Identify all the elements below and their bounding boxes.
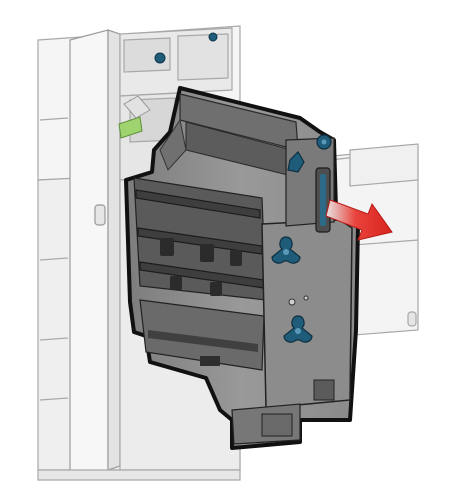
blue-knob-icon: [208, 32, 218, 42]
green-release-tab: [118, 95, 151, 139]
blue-knob-icon: [316, 134, 332, 150]
blue-knob-icon: [154, 52, 166, 64]
blue-knob-icon: [287, 151, 305, 173]
blue-knob-icon: [271, 236, 301, 264]
left-door: [69, 29, 109, 479]
finisher-unit: [124, 86, 360, 450]
door-handle: [94, 204, 106, 226]
printer-body: [37, 25, 419, 481]
printer-knobs: [154, 32, 218, 64]
blue-knob-icon: [283, 315, 313, 343]
direction-arrow-icon: [325, 199, 393, 241]
unit-side-panel: [261, 219, 353, 409]
unit-knobs: [271, 134, 332, 343]
